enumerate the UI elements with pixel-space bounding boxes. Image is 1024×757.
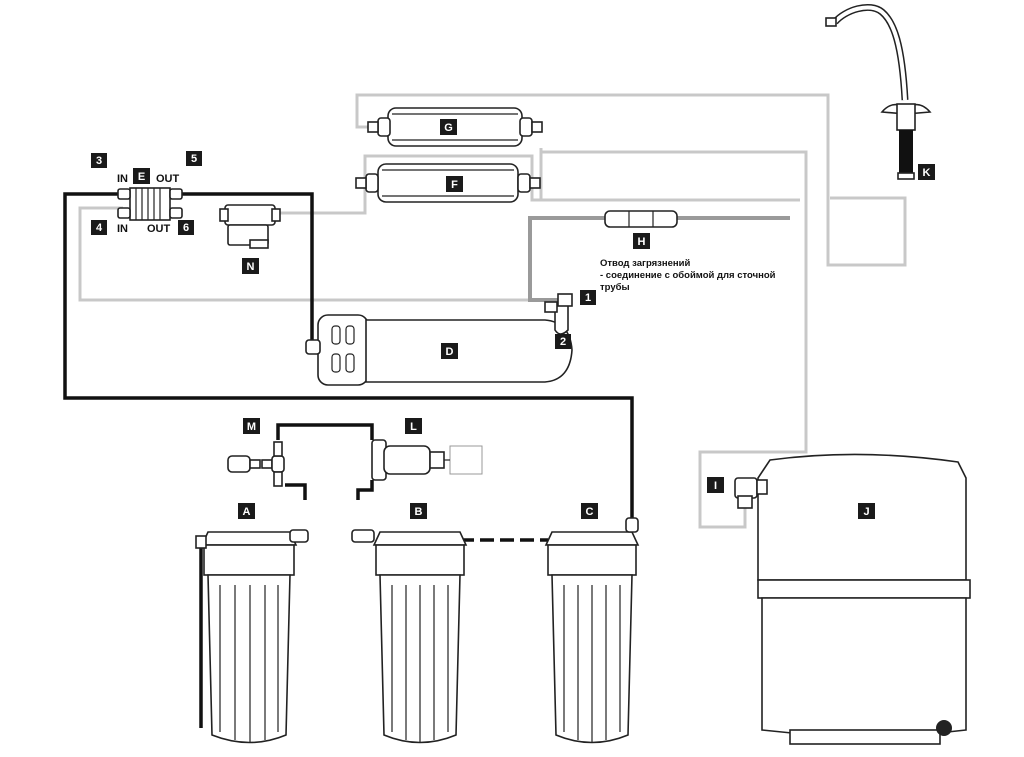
drain-line xyxy=(528,216,790,302)
tag-n-text: N xyxy=(247,261,255,273)
filter-housing-a xyxy=(195,529,309,744)
port-1-text: 1 xyxy=(585,292,591,304)
filter-housing-c xyxy=(544,517,640,744)
valve-n xyxy=(219,204,281,249)
drain-note: Отвод загрязнений - соединение с обоймой… xyxy=(600,258,776,293)
tag-e: E xyxy=(133,168,150,184)
tag-k: K xyxy=(918,164,935,180)
flow-block-e xyxy=(117,187,183,221)
port-in-bottom-label: IN xyxy=(117,223,128,235)
port-out-top-label: OUT xyxy=(156,173,180,185)
tag-l-text: L xyxy=(410,421,417,433)
tag-j-text: J xyxy=(863,506,869,518)
tag-h-text: H xyxy=(638,236,646,248)
tag-l: L xyxy=(405,418,422,434)
port-out-bottom-label: OUT xyxy=(147,223,171,235)
filter-g xyxy=(367,107,543,147)
drain-note-line-3: трубы xyxy=(600,282,630,293)
port-2: 2 xyxy=(555,334,571,349)
black-tubing xyxy=(63,192,634,728)
port-3: 3 xyxy=(91,153,107,168)
tag-b-text: B xyxy=(415,506,423,518)
drain-note-line-1: Отвод загрязнений xyxy=(600,258,690,269)
drain-note-line-2: - соединение с обоймой для сточной xyxy=(600,270,776,281)
port-4-text: 4 xyxy=(96,222,103,234)
tag-a-text: A xyxy=(243,506,251,518)
port-5-text: 5 xyxy=(191,153,197,165)
tag-d: D xyxy=(441,343,458,359)
tag-j: J xyxy=(858,503,875,519)
port-4: 4 xyxy=(91,220,107,235)
tag-a: A xyxy=(238,503,255,519)
tag-f-text: F xyxy=(451,179,458,191)
restrictor-h xyxy=(604,210,678,228)
tag-h: H xyxy=(633,233,650,249)
component-labels: A B C D E F G H I J K L M N xyxy=(133,119,935,519)
tee-fitting-m xyxy=(227,441,285,487)
tag-n: N xyxy=(242,258,259,274)
tag-b: B xyxy=(410,503,427,519)
tag-i: I xyxy=(707,477,724,493)
tag-c-text: C xyxy=(586,506,594,518)
port-in-top-label: IN xyxy=(117,173,128,185)
tag-g: G xyxy=(440,119,457,135)
faucet-k xyxy=(825,4,932,180)
tag-m: M xyxy=(243,418,260,434)
tag-g-text: G xyxy=(444,122,453,134)
filter-housing-b xyxy=(351,529,468,744)
port-2-text: 2 xyxy=(560,336,566,348)
port-labels: 1 2 3 4 5 6 IN OUT IN OUT xyxy=(91,151,596,349)
port-1: 1 xyxy=(580,290,596,305)
membrane-housing-d xyxy=(305,293,573,386)
tag-f: F xyxy=(446,176,463,192)
tag-e-text: E xyxy=(138,171,145,183)
tag-d-text: D xyxy=(446,346,454,358)
storage-tank-j xyxy=(757,453,971,745)
port-3-text: 3 xyxy=(96,155,102,167)
tag-c: C xyxy=(581,503,598,519)
port-5: 5 xyxy=(186,151,202,166)
tank-valve-i xyxy=(734,477,768,509)
port-6-text: 6 xyxy=(183,222,189,234)
port-6: 6 xyxy=(178,220,194,235)
pump-l xyxy=(371,439,483,481)
tag-k-text: K xyxy=(923,167,931,179)
tag-i-text: I xyxy=(714,480,717,492)
tag-m-text: M xyxy=(247,421,256,433)
